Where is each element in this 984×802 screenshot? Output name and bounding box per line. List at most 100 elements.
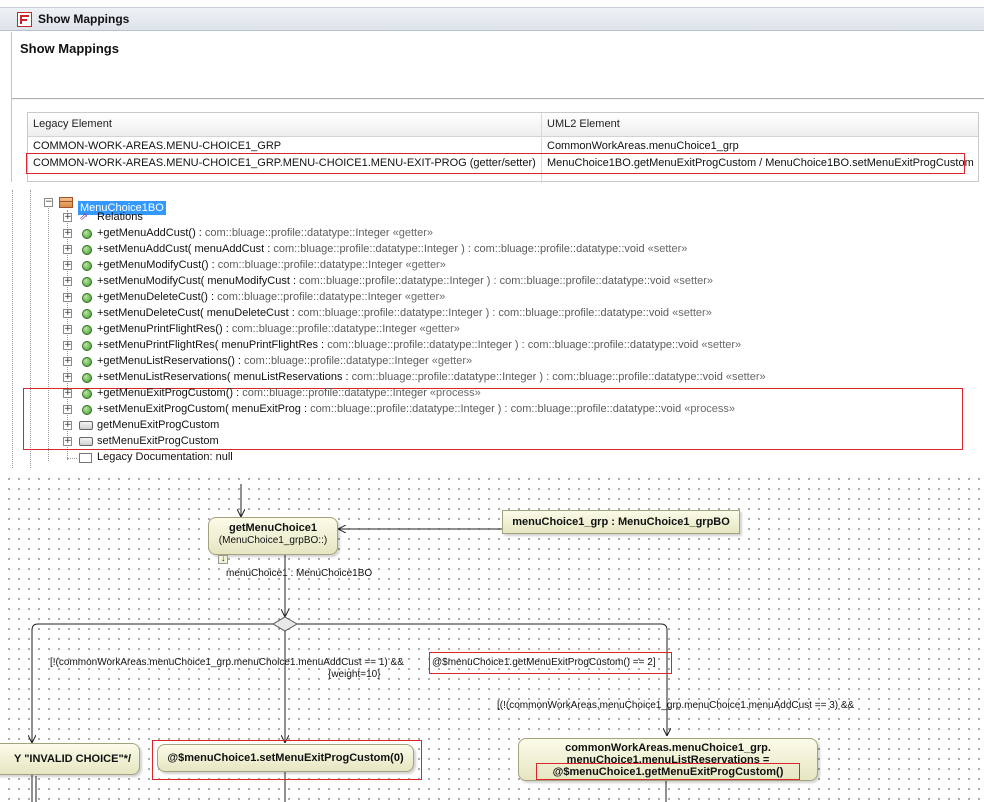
- action-invalid-choice[interactable]: Y "INVALID CHOICE"*/: [0, 743, 140, 775]
- tree-node-operation[interactable]: + +setMenuModifyCust( menuModifyCust : co…: [0, 274, 900, 290]
- operation-type: com::bluage::profile::datatype::Integer …: [299, 275, 671, 287]
- operation-stereotype: «getter»: [416, 323, 460, 335]
- tree-guide: [30, 190, 31, 468]
- expand-toggle-icon[interactable]: +: [63, 340, 72, 350]
- operation-signature: +setMenuExitProgCustom( menuExitProg : c…: [97, 403, 735, 415]
- operation-signature: +setMenuDeleteCust( menuDeleteCust : com…: [97, 307, 712, 319]
- operation-stereotype: «getter»: [389, 227, 434, 239]
- heading-divider: [12, 98, 984, 99]
- operation-signature: +getMenuListReservations() : com::bluage…: [97, 355, 472, 367]
- operation-icon: [82, 389, 92, 399]
- tree-node-operation[interactable]: ++getMenuDeleteCust() : com::bluage::pro…: [0, 290, 900, 306]
- tree-node-documentation[interactable]: Legacy Documentation: null: [0, 450, 400, 466]
- operation-signature: +setMenuAddCust( menuAddCust : com::blua…: [97, 243, 687, 255]
- tree-node-operation[interactable]: + +getMenuListReservations() : com::bluag…: [0, 354, 900, 370]
- object-node-menu-choice1-grp[interactable]: menuChoice1_grp : MenuChoice1_grpBO: [502, 510, 740, 534]
- column-separator[interactable]: [541, 113, 542, 183]
- tree-node-operation[interactable]: ++getMenuExitProgCustom() : com::bluage:…: [0, 386, 900, 402]
- tree-node-class[interactable]: − MenuChoice1BO: [0, 195, 300, 215]
- operation-type: com::bluage::profile::datatype::Integer: [231, 323, 417, 335]
- expand-toggle-icon[interactable]: +: [63, 436, 72, 446]
- expand-toggle-icon[interactable]: +: [63, 404, 72, 414]
- tree-node-operation[interactable]: + +setMenuPrintFlightRes( menuPrintFlight…: [0, 338, 900, 354]
- window-titlebar[interactable]: Show Mappings: [0, 7, 984, 31]
- class-name[interactable]: MenuChoice1BO: [78, 201, 166, 215]
- expand-toggle-icon[interactable]: +: [63, 308, 72, 318]
- tree-node-operation[interactable]: + +setMenuListReservations( menuListReser…: [0, 370, 900, 386]
- operation-type: com::bluage::profile::datatype::Integer: [217, 259, 403, 271]
- tree-guide: [67, 210, 68, 460]
- model-tree: − MenuChoice1BO + ⇗ Relations + getMenuE…: [0, 190, 984, 468]
- operation-name: +setMenuListReservations( menuListReserv…: [97, 371, 352, 383]
- action-line: commonWorkAreas.menuChoice1_grp.: [565, 742, 771, 754]
- tree-highlight-box: [23, 388, 963, 450]
- expand-toggle-icon[interactable]: +: [63, 324, 72, 334]
- output-pin[interactable]: ↓: [218, 553, 228, 564]
- expand-toggle-icon[interactable]: +: [63, 292, 72, 302]
- operation-type: com::bluage::profile::datatype::Integer …: [297, 307, 670, 319]
- operation-stereotype: «process»: [681, 403, 736, 415]
- action-get-menu-choice1[interactable]: getMenuChoice1 (MenuChoice1_grpBO::): [208, 517, 338, 555]
- collapse-toggle-icon[interactable]: −: [44, 197, 53, 207]
- column-header-legacy-element[interactable]: Legacy Element: [33, 118, 112, 130]
- decision-node[interactable]: [272, 616, 298, 632]
- operation-icon: [82, 341, 92, 351]
- column-header-uml2-element[interactable]: UML2 Element: [547, 118, 620, 130]
- expand-toggle-icon[interactable]: +: [63, 228, 72, 238]
- operation-stereotype: «getter»: [402, 259, 446, 271]
- expand-toggle-icon[interactable]: +: [63, 420, 72, 430]
- dialog-body: Show Mappings Legacy Element UML2 Elemen…: [11, 32, 984, 183]
- legacy-element-cell: COMMON-WORK-AREAS.MENU-CHOICE1_GRP: [33, 140, 282, 152]
- expand-toggle-icon[interactable]: +: [63, 244, 72, 254]
- operation-icon: [82, 245, 92, 255]
- property-icon: [79, 437, 93, 446]
- operation-name: +getMenuExitProgCustom() :: [97, 387, 243, 399]
- action-subtitle: (MenuChoice1_grpBO::): [218, 535, 328, 546]
- operation-name: +getMenuAddCust() :: [97, 227, 205, 239]
- operation-icon: [82, 229, 92, 239]
- operation-stereotype: «setter»: [670, 275, 714, 287]
- table-header: Legacy Element UML2 Element: [28, 113, 978, 137]
- operation-name: +getMenuModifyCust() :: [97, 259, 218, 271]
- expand-toggle-icon[interactable]: +: [63, 212, 72, 222]
- diagram-edges: [0, 484, 984, 802]
- operation-icon: [82, 293, 92, 303]
- tree-node-operation[interactable]: + +setMenuAddCust( menuAddCust : com::blu…: [0, 242, 900, 258]
- operation-name: +getMenuPrintFlightRes() :: [97, 323, 232, 335]
- expand-toggle-icon[interactable]: +: [63, 356, 72, 366]
- action-title: Y "INVALID CHOICE"*/: [14, 753, 131, 765]
- operation-type: com::bluage::profile::datatype::Integer …: [351, 371, 723, 383]
- tree-node-property[interactable]: + getMenuExitProgCustom: [0, 418, 400, 434]
- operation-signature: +setMenuModifyCust( menuModifyCust : com…: [97, 275, 713, 287]
- table-row[interactable]: COMMON-WORK-AREAS.MENU-CHOICE1_GRP.MENU-…: [28, 155, 978, 172]
- app-logo-icon: [17, 12, 32, 27]
- tree-node-operation[interactable]: + +setMenuExitProgCustom( menuExitProg : …: [0, 402, 900, 418]
- operation-stereotype: «process»: [426, 387, 481, 399]
- tree-node-relations[interactable]: + ⇗ Relations: [0, 210, 300, 226]
- tree-node-operation[interactable]: + +setMenuDeleteCust( menuDeleteCust : co…: [0, 306, 900, 322]
- control-flow[interactable]: [297, 623, 667, 735]
- control-flow[interactable]: [31, 623, 273, 802]
- action-title: getMenuChoice1: [228, 522, 317, 534]
- heading-divider-shadow: [12, 99, 984, 100]
- property-label: getMenuExitProgCustom: [97, 419, 220, 431]
- tree-node-property[interactable]: + setMenuExitProgCustom: [0, 434, 400, 450]
- expand-toggle-icon[interactable]: +: [63, 388, 72, 398]
- operation-type: com::bluage::profile::datatype::Integer: [204, 227, 390, 239]
- operation-icon: [82, 373, 92, 383]
- tree-node-operation[interactable]: + +getMenuPrintFlightRes() : com::bluage:…: [0, 322, 900, 338]
- action-line: @$menuChoice1.getMenuExitProgCustom(): [552, 766, 784, 778]
- table-row[interactable]: COMMON-WORK-AREAS.MENU-CHOICE1_GRP Commo…: [28, 138, 978, 155]
- expand-toggle-icon[interactable]: +: [63, 276, 72, 286]
- tree-node-operation[interactable]: + +getMenuAddCust() : com::bluage::profil…: [0, 226, 900, 242]
- expand-toggle-icon[interactable]: +: [63, 260, 72, 270]
- tree-node-operation[interactable]: + +getMenuModifyCust() : com::bluage::pro…: [0, 258, 900, 274]
- operation-signature: +setMenuPrintFlightRes( menuPrintFlightR…: [97, 339, 741, 351]
- operation-icon: [82, 261, 92, 271]
- expand-toggle-icon[interactable]: +: [63, 372, 72, 382]
- tree-guide: [67, 458, 77, 459]
- action-set-menu-exit-prog[interactable]: @$menuChoice1.setMenuExitProgCustom(0): [157, 744, 414, 772]
- operation-type: com::bluage::profile::datatype::Integer …: [327, 339, 699, 351]
- assign-highlight-box: [536, 763, 800, 780]
- tree-guide: [48, 206, 49, 461]
